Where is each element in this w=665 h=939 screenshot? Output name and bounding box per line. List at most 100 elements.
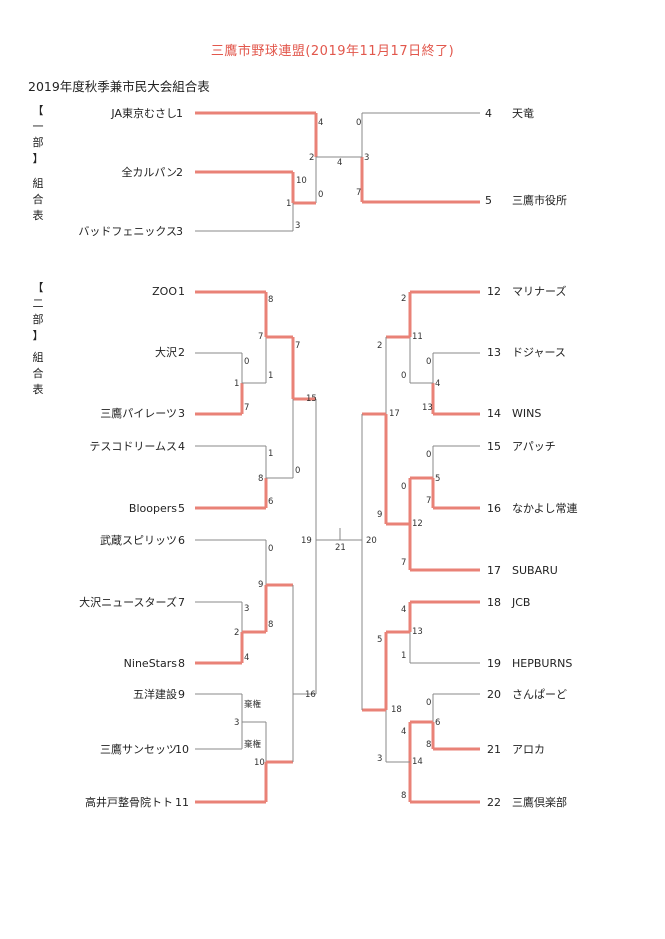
score-label: 棄権 (244, 740, 262, 750)
division1-label: 【 一 部 】 (30, 103, 46, 167)
team-name: JA東京むさし (111, 107, 177, 120)
team-name: HEPBURNS (512, 657, 573, 670)
team-name: WINS (512, 407, 542, 420)
score-label: 5 (377, 635, 383, 645)
team-seed: 22 (487, 796, 501, 809)
team-name: 五洋建設 (133, 688, 177, 701)
team-seed: 10 (175, 743, 189, 756)
score-label: 0 (401, 371, 407, 381)
score-label: 14 (412, 757, 423, 767)
score-label: 1 (268, 449, 274, 459)
division2-sublabel: 組 合 表 (30, 350, 46, 398)
team-name: テスコドリームス (89, 440, 177, 453)
team-seed: 12 (487, 285, 501, 298)
score-label: 0 (426, 698, 432, 708)
team-name: 大沢 (155, 346, 177, 359)
score-label: 4 (401, 605, 407, 615)
division1-sublabel-char: 組 (32, 177, 44, 190)
team-seed: 21 (487, 743, 501, 756)
score-label: 0 (426, 450, 432, 460)
score-label: 10 (254, 758, 265, 768)
team-seed: 8 (178, 657, 185, 670)
division2-label-char: 部 (32, 313, 44, 326)
division2-label-char: 】 (32, 329, 44, 342)
page-subtitle: 2019年度秋季兼市民大会組合表 (28, 79, 210, 94)
score-label: 4 (244, 653, 250, 663)
team-seed: 16 (487, 502, 501, 515)
page-title: 三鷹市野球連盟(2019年11月17日終了) (210, 44, 455, 59)
score-label: 4 (337, 158, 343, 168)
team-seed: 4 (178, 440, 185, 453)
score-label: 3 (377, 754, 383, 764)
score-label: 12 (412, 519, 423, 529)
score-label: 2 (234, 628, 240, 638)
score-label: 3 (364, 153, 370, 163)
score-label: 9 (377, 510, 383, 520)
score-label: 8 (258, 474, 264, 484)
team-name: ZOO (152, 285, 177, 298)
score-label: 1 (286, 199, 292, 209)
division2-sublabel-char: 組 (32, 351, 44, 364)
score-label: 7 (426, 496, 432, 506)
score-label: 6 (268, 497, 274, 507)
division1-label-char: 【 (32, 104, 44, 117)
team-name: なかよし常連 (512, 502, 578, 515)
score-label: 0 (268, 544, 274, 554)
team-name: SUBARU (512, 564, 558, 577)
score-label: 7 (401, 558, 407, 568)
score-label: 2 (309, 153, 315, 163)
division1-label-char: 一 (32, 120, 44, 133)
team-name: 三鷹サンセッツ (100, 743, 177, 756)
team-seed: 5 (485, 194, 492, 207)
score-label: 0 (426, 357, 432, 367)
team-seed: 9 (178, 688, 185, 701)
score-label: 3 (244, 604, 250, 614)
score-label: 11 (412, 332, 423, 342)
team-name: 三鷹パイレーツ (100, 407, 177, 420)
team-name: NineStars (123, 657, 177, 670)
team-name: 武蔵スピリッツ (100, 534, 177, 547)
division1-label-char: 部 (32, 136, 44, 149)
division1-sublabel-char: 表 (32, 209, 44, 222)
team-name: さんぱーど (512, 688, 567, 701)
score-label: 7 (244, 403, 250, 413)
division2-label-char: 【 (32, 281, 44, 294)
score-label: 0 (295, 466, 301, 476)
score-label: 7 (258, 332, 264, 342)
score-label: 21 (335, 543, 346, 553)
score-label: 18 (391, 705, 402, 715)
team-seed: 18 (487, 596, 501, 609)
team-seed: 17 (487, 564, 501, 577)
team-name: アロカ (512, 743, 545, 756)
team-seed: 3 (178, 407, 185, 420)
division1-sublabel: 組 合 表 (30, 176, 46, 224)
division2-sublabel-char: 合 (32, 367, 44, 380)
score-label: 0 (318, 190, 324, 200)
team-name: 高井戸整骨院トト (85, 796, 173, 809)
score-label: 19 (301, 536, 312, 546)
score-label: 8 (426, 740, 432, 750)
division2-sublabel-char: 表 (32, 383, 44, 396)
team-seed: 1 (178, 285, 185, 298)
score-label: 2 (401, 294, 407, 304)
team-seed: 13 (487, 346, 501, 359)
score-label: 10 (296, 176, 307, 186)
team-seed: 5 (178, 502, 185, 515)
score-label: 20 (366, 536, 377, 546)
score-label: 7 (295, 341, 301, 351)
team-name: JCB (512, 596, 531, 609)
team-seed: 7 (178, 596, 185, 609)
score-label: 17 (389, 409, 400, 419)
team-seed: 2 (178, 346, 185, 359)
score-label: 13 (422, 403, 433, 413)
score-label: 1 (268, 371, 274, 381)
score-label: 8 (268, 620, 274, 630)
score-label: 8 (401, 791, 407, 801)
team-name: マリナーズ (512, 285, 567, 298)
team-name: 三鷹倶楽部 (512, 796, 567, 809)
score-label: 3 (295, 221, 301, 231)
score-label: 5 (435, 474, 441, 484)
score-label: 4 (435, 379, 441, 389)
team-name: Bloopers (128, 502, 177, 515)
